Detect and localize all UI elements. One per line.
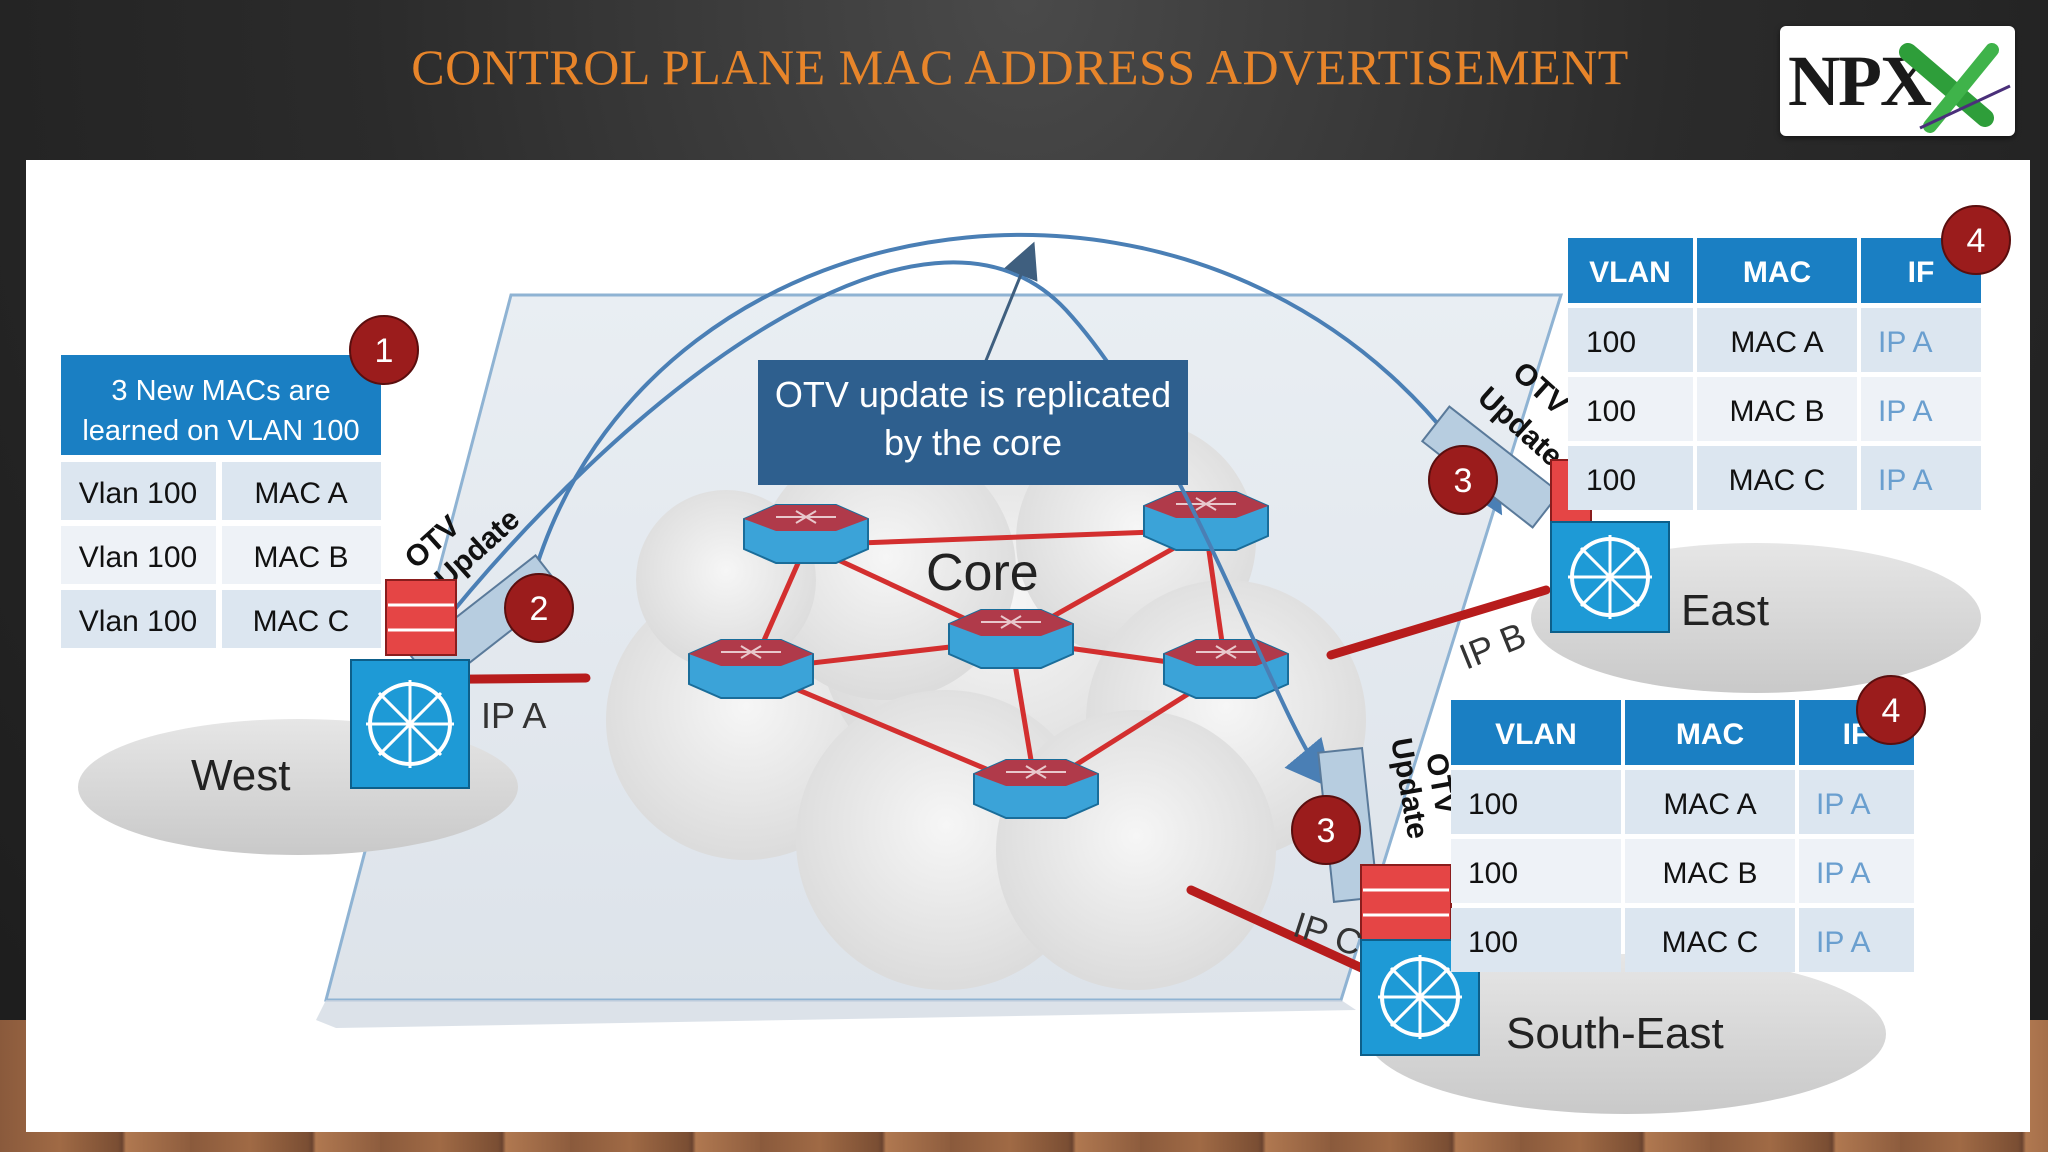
east-table-col-vlan: VLAN bbox=[1589, 256, 1671, 289]
callout-text-line1: OTV update is replicated bbox=[775, 374, 1171, 415]
east-table-cell: IP A bbox=[1878, 395, 1933, 428]
west-table-cell: Vlan 100 bbox=[79, 541, 197, 574]
west-table-cell: Vlan 100 bbox=[79, 605, 197, 638]
east-table-cell: 100 bbox=[1586, 395, 1636, 428]
southeast-site-label: South-East bbox=[1506, 1009, 1724, 1058]
east-table-cell: IP A bbox=[1878, 464, 1933, 497]
npx-logo: NPX bbox=[1780, 26, 2015, 136]
east-table-col-if: IF bbox=[1908, 256, 1935, 289]
core-router-3 bbox=[948, 609, 1074, 669]
southeast-table-cell: 100 bbox=[1468, 857, 1518, 890]
logo-x-mark bbox=[1899, 43, 2011, 133]
svg-text:4: 4 bbox=[1967, 222, 1986, 260]
west-ip-label: IP A bbox=[481, 695, 546, 736]
replication-callout-box bbox=[758, 360, 1188, 485]
step-badge-1: 1 bbox=[349, 315, 419, 385]
west-table-cell: Vlan 100 bbox=[79, 477, 197, 510]
core-router-6 bbox=[973, 759, 1099, 819]
east-table-cell: 100 bbox=[1586, 464, 1636, 497]
east-table-cell: MAC B bbox=[1729, 395, 1824, 428]
east-mac-table: VLAN MAC IF 100 MAC A IP A 100 MAC B IP … bbox=[1568, 238, 1981, 510]
svg-text:3: 3 bbox=[1317, 812, 1336, 850]
west-edge-switch bbox=[350, 579, 470, 789]
step-badge-4-southeast: 4 bbox=[1856, 675, 1926, 745]
core-router-4 bbox=[688, 639, 814, 699]
west-mac-table: 3 New MACs are learned on VLAN 100 Vlan … bbox=[61, 355, 381, 648]
east-site-label: East bbox=[1681, 586, 1769, 635]
svg-text:2: 2 bbox=[530, 590, 549, 628]
step-badge-2: 2 bbox=[504, 573, 574, 643]
southeast-mac-table: VLAN MAC IF 100 MAC A IP A 100 MAC B IP … bbox=[1451, 700, 1914, 972]
southeast-table-cell: MAC C bbox=[1662, 926, 1759, 959]
otv-diagram: Core OTV update is replicated by the cor… bbox=[61, 205, 2011, 1114]
southeast-table-cell: IP A bbox=[1816, 926, 1871, 959]
east-table-cell: MAC A bbox=[1730, 326, 1823, 359]
step-badge-3-east: 3 bbox=[1428, 445, 1498, 515]
svg-text:4: 4 bbox=[1882, 692, 1901, 730]
step-badge-4-east: 4 bbox=[1941, 205, 2011, 275]
west-table-cell: MAC A bbox=[254, 477, 347, 510]
southeast-table-col-mac: MAC bbox=[1676, 718, 1744, 751]
west-table-header-line2: learned on VLAN 100 bbox=[82, 415, 359, 447]
west-site-label: West bbox=[191, 751, 290, 800]
core-router-1 bbox=[743, 504, 869, 564]
svg-text:1: 1 bbox=[375, 332, 394, 370]
east-ip-label: IP B bbox=[1454, 614, 1532, 677]
southeast-table-cell: 100 bbox=[1468, 926, 1518, 959]
east-table-col-mac: MAC bbox=[1743, 256, 1811, 289]
west-table-cell: MAC B bbox=[253, 541, 348, 574]
southeast-table-cell: IP A bbox=[1816, 788, 1871, 821]
southeast-table-cell: MAC B bbox=[1662, 857, 1757, 890]
west-table-header-line1: 3 New MACs are bbox=[111, 375, 330, 407]
callout-text-line2: by the core bbox=[884, 422, 1062, 463]
southeast-table-cell: MAC A bbox=[1663, 788, 1756, 821]
svg-text:3: 3 bbox=[1454, 462, 1473, 500]
step-badge-3-southeast: 3 bbox=[1291, 795, 1361, 865]
southeast-table-col-vlan: VLAN bbox=[1495, 718, 1577, 751]
slide-title: CONTROL PLANE MAC ADDRESS ADVERTISEMENT bbox=[411, 39, 1629, 95]
southeast-table-cell: IP A bbox=[1816, 857, 1871, 890]
core-label: Core bbox=[926, 544, 1039, 602]
southeast-site-area bbox=[1366, 954, 1886, 1114]
southeast-table-cell: 100 bbox=[1468, 788, 1518, 821]
core-router-5 bbox=[1163, 639, 1289, 699]
east-table-cell: MAC C bbox=[1729, 464, 1826, 497]
southeast-edge-switch bbox=[1360, 864, 1480, 1056]
east-table-cell: 100 bbox=[1586, 326, 1636, 359]
east-table-cell: IP A bbox=[1878, 326, 1933, 359]
west-table-cell: MAC C bbox=[253, 605, 350, 638]
diagram-panel: Core OTV update is replicated by the cor… bbox=[26, 160, 2030, 1132]
